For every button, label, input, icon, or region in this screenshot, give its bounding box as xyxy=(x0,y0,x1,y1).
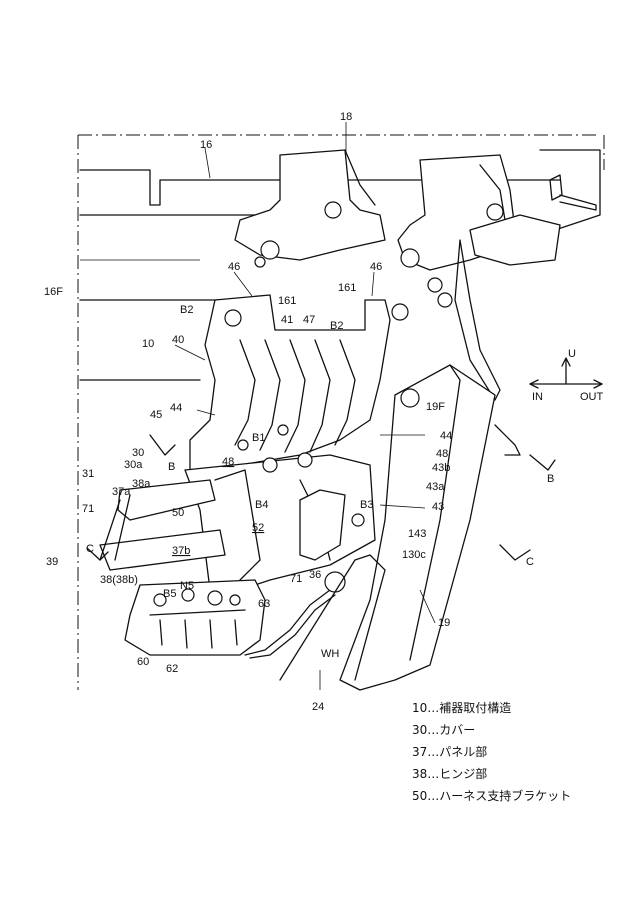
label-37b: 37b xyxy=(172,545,190,557)
label-60: 60 xyxy=(137,656,149,668)
wire-harness xyxy=(244,571,346,659)
label-130c: 130c xyxy=(402,549,426,561)
panel-16 xyxy=(79,149,601,381)
panel-24 xyxy=(279,554,386,681)
label-B2-right: B2 xyxy=(330,320,343,332)
label-16F: 16F xyxy=(44,286,63,298)
label-37a: 37a xyxy=(112,486,131,498)
label-43: 43 xyxy=(432,501,444,513)
label-161-left: 161 xyxy=(278,295,296,307)
label-30a: 30a xyxy=(124,459,143,471)
label-B2-left: B2 xyxy=(180,304,193,316)
bracket-40 xyxy=(189,294,409,471)
post-19 xyxy=(339,364,521,691)
label-IN: IN xyxy=(532,391,543,403)
label-B1: B1 xyxy=(252,432,265,444)
label-18: 18 xyxy=(340,111,352,123)
legend-item: 38…ヒンジ部 xyxy=(412,767,488,781)
label-63: 63 xyxy=(258,598,270,610)
label-19F: 19F xyxy=(426,401,445,413)
legend: 10…補器取付構造 30…カバー 37…パネル部 38…ヒンジ部 50…ハーネス… xyxy=(412,697,571,807)
harness-bracket-50 xyxy=(184,452,376,591)
legend-item: 30…カバー xyxy=(412,723,476,737)
label-24: 24 xyxy=(312,701,324,713)
label-45: 45 xyxy=(150,409,162,421)
label-41: 41 xyxy=(281,314,293,326)
label-40: 40 xyxy=(172,334,184,346)
label-38-38b: 38(38b) xyxy=(100,574,138,586)
label-44-left: 44 xyxy=(170,402,182,414)
label-143: 143 xyxy=(408,528,426,540)
bracket-18 xyxy=(234,149,561,401)
legend-item: 10…補器取付構造 xyxy=(412,701,512,715)
label-48-right: 48 xyxy=(436,448,448,460)
label-OUT: OUT xyxy=(580,391,604,403)
part-labels: 18 16 16F 46 46 161 161 B2 B2 40 41 47 1… xyxy=(44,111,604,713)
label-36: 36 xyxy=(309,569,321,581)
label-47: 47 xyxy=(303,314,315,326)
label-52: 52 xyxy=(252,522,264,534)
label-C-right: C xyxy=(526,556,534,568)
label-161-right: 161 xyxy=(338,282,356,294)
label-43a: 43a xyxy=(426,481,445,493)
label-31: 31 xyxy=(82,468,94,480)
label-43b: 43b xyxy=(432,462,450,474)
label-46-right: 46 xyxy=(370,261,382,273)
label-71-center: 71 xyxy=(290,573,302,585)
legend-item: 37…パネル部 xyxy=(412,745,488,759)
label-44-right: 44 xyxy=(440,430,452,442)
label-30: 30 xyxy=(132,447,144,459)
label-38a: 38a xyxy=(132,478,151,490)
label-B4: B4 xyxy=(255,499,268,511)
label-39: 39 xyxy=(46,556,58,568)
label-19: 19 xyxy=(438,617,450,629)
label-71-left: 71 xyxy=(82,503,94,515)
label-B-right: B xyxy=(547,473,554,485)
label-16: 16 xyxy=(200,139,212,151)
cover-30 xyxy=(99,479,226,571)
label-10: 10 xyxy=(142,338,154,350)
label-62: 62 xyxy=(166,663,178,675)
hinge-60 xyxy=(124,579,266,656)
label-46-left: 46 xyxy=(228,261,240,273)
direction-indicator xyxy=(529,357,603,389)
label-50: 50 xyxy=(172,507,184,519)
section-markers xyxy=(86,434,556,561)
label-B3: B3 xyxy=(360,499,373,511)
label-B5: B5 xyxy=(163,588,176,600)
label-C-left: C xyxy=(86,543,94,555)
legend-item: 50…ハーネス支持ブラケット xyxy=(412,789,572,803)
label-B-left: B xyxy=(168,461,175,473)
leader-lines xyxy=(174,122,436,690)
label-U: U xyxy=(568,348,576,360)
label-48-left: 48 xyxy=(222,456,234,468)
label-WH: WH xyxy=(321,648,339,660)
label-N5: N5 xyxy=(180,580,194,592)
frame-lines xyxy=(77,134,605,690)
